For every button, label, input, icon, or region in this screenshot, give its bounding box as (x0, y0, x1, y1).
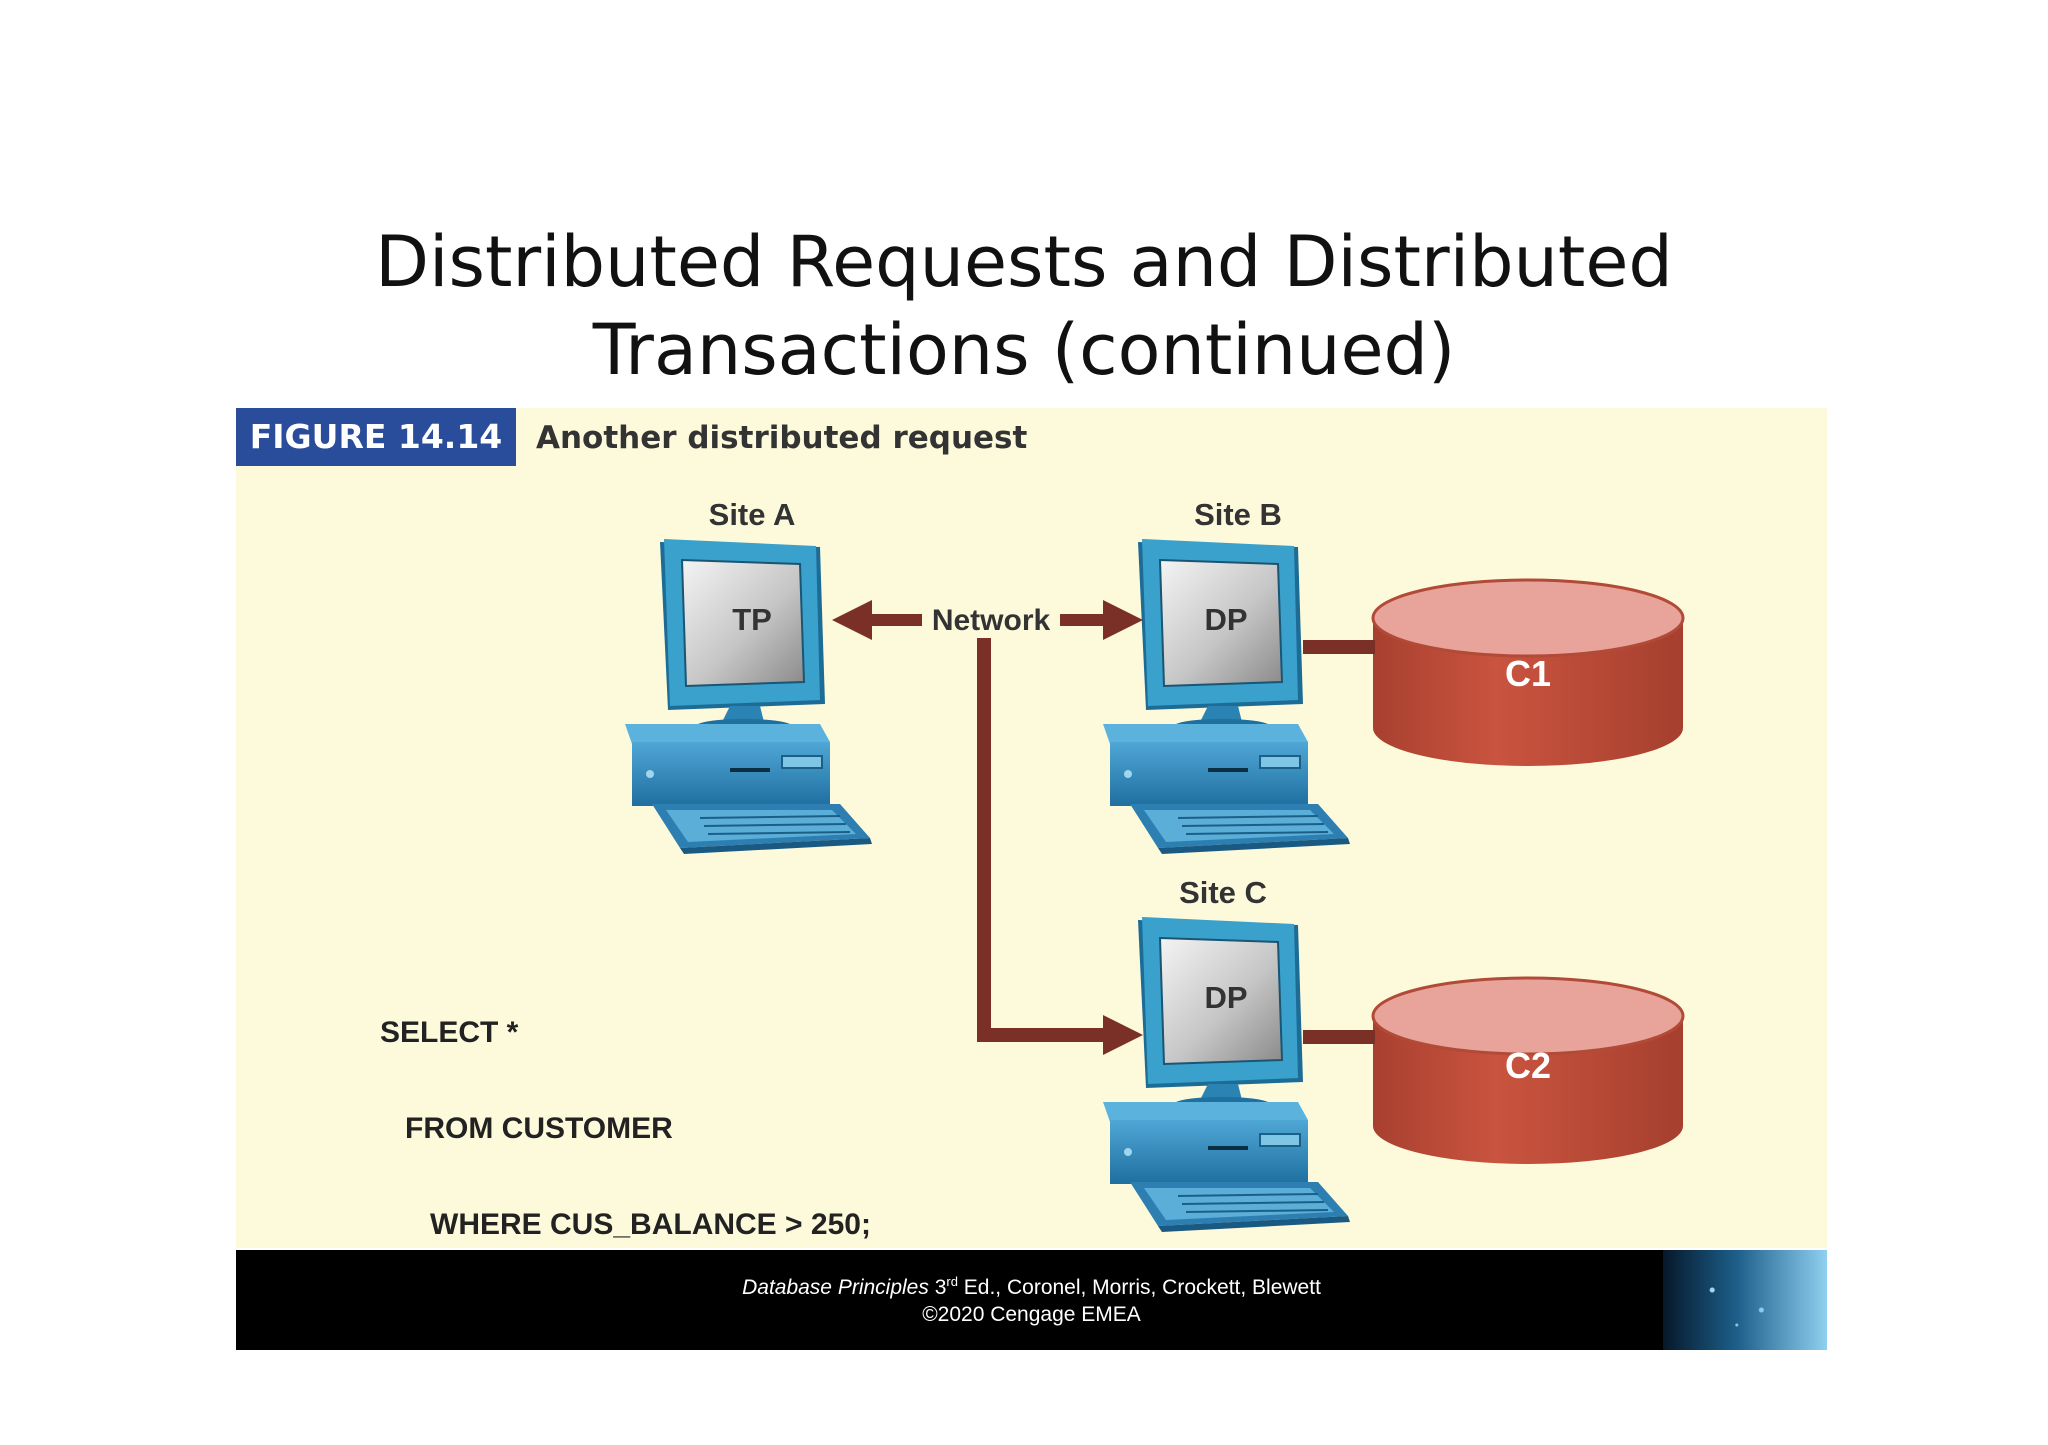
site-b-screen-label: DP (1204, 602, 1247, 637)
site-a-screen-label: TP (732, 602, 772, 637)
footer-edition-suffix: rd (946, 1274, 958, 1289)
network-arrow-to-site-c (1103, 1015, 1143, 1055)
sql-query: SELECT * FROM CUSTOMER WHERE CUS_BALANCE… (380, 953, 871, 1273)
network-arrow-to-site-a (832, 600, 922, 640)
footer-decoration-image (1663, 1250, 1827, 1350)
database-c2-label: C2 (1505, 1045, 1551, 1086)
footer-authors: Ed., Coronel, Morris, Crockett, Blewett (957, 1276, 1321, 1299)
footer-copyright: ©2020 Cengage EMEA (922, 1303, 1141, 1326)
footer-book-title: Database Principles (742, 1276, 929, 1299)
figure-label: FIGURE 14.14 (236, 408, 516, 466)
slide-title-line-1: Distributed Requests and Distributed (375, 221, 1673, 303)
site-c-label: Site C (1179, 875, 1267, 910)
slide-title-line-2: Transactions (continued) (592, 309, 1456, 391)
site-a-label: Site A (709, 497, 796, 532)
site-b-label: Site B (1194, 497, 1282, 532)
site-b-computer (1102, 538, 1351, 855)
database-c1-label: C1 (1505, 653, 1551, 694)
network-arrows (832, 600, 1143, 1055)
network-horizontal-line (977, 1028, 1107, 1042)
figure-caption: Another distributed request (536, 420, 1028, 456)
footer-edition-number: 3 (934, 1276, 947, 1299)
footer-text: Database Principles 3rd Ed., Coronel, Mo… (236, 1268, 1827, 1328)
sql-line-1: SELECT * (380, 1016, 519, 1049)
site-c-screen-label: DP (1204, 980, 1247, 1015)
sql-line-3: WHERE CUS_BALANCE > 250; (380, 1208, 871, 1241)
site-c-db-connector (1303, 1030, 1375, 1044)
site-a-computer (624, 538, 873, 855)
site-c-computer (1102, 916, 1351, 1233)
footer-citation: Database Principles 3rd Ed., Coronel, Mo… (236, 1268, 1827, 1301)
footer-bar: Database Principles 3rd Ed., Coronel, Mo… (236, 1250, 1827, 1350)
network-label: Network (932, 604, 1051, 637)
sql-line-2: FROM CUSTOMER (380, 1112, 673, 1145)
network-arrow-to-site-b (1060, 600, 1143, 640)
site-b-db-connector (1303, 640, 1375, 654)
network-vertical-line (977, 638, 991, 1040)
slide-title: Distributed Requests and Distributed Tra… (0, 218, 2048, 394)
